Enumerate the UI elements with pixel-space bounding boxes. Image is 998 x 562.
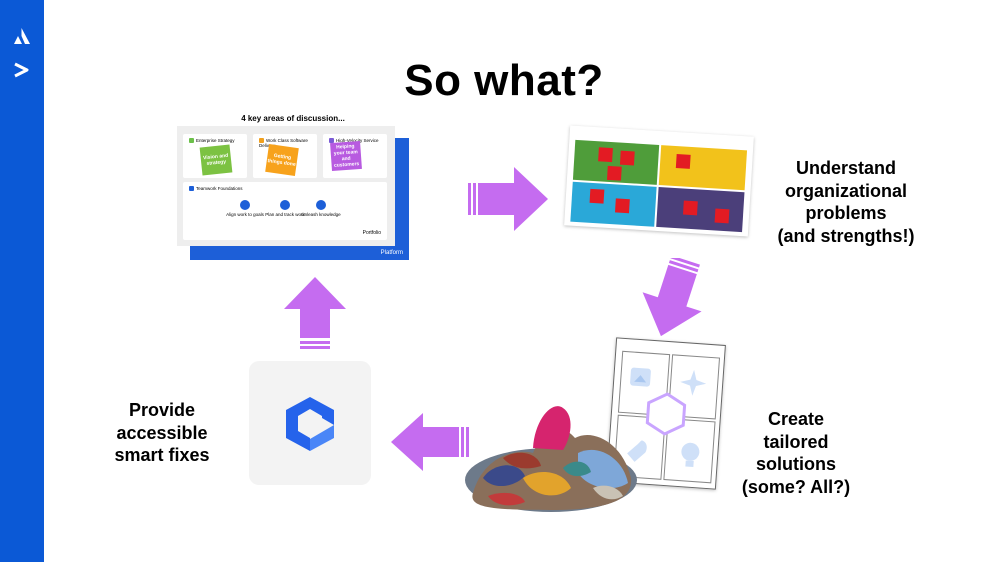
solutions-worksheet [606, 337, 726, 490]
sparkle-icon [680, 369, 707, 396]
area-card: Enterprise Strategy Vision and strategy [183, 134, 247, 178]
area-card: Work Class Software Delivery Getting thi… [253, 134, 317, 178]
arrow-right-icon [468, 167, 548, 231]
problems-board-thumbnail [564, 125, 754, 237]
hexagon-icon [645, 392, 687, 436]
align-work-item: Align work to goals [225, 200, 265, 217]
understand-label: Understand organizational problems (and … [777, 158, 915, 246]
red-note [615, 198, 630, 214]
sticky-note: Vision and strategy [199, 144, 233, 176]
atlassian-logo-icon [14, 28, 30, 44]
board-quadrant [658, 145, 748, 191]
red-note [682, 200, 698, 216]
brand-sidebar [0, 0, 44, 562]
portfolio-label: Portfolio [362, 230, 381, 236]
thumbnail-heading: 4 key areas of discussion... [241, 114, 345, 123]
red-note [606, 165, 622, 181]
arrow-up-icon [284, 277, 346, 349]
loop-app-tile[interactable] [249, 361, 371, 485]
chevron-right-icon[interactable] [12, 62, 30, 78]
slide-title: So what? [404, 56, 604, 105]
arrow-left-icon [391, 413, 469, 471]
create-label: Create tailored solutions (some? All?) [741, 409, 851, 497]
board-quadrant [656, 186, 745, 233]
area-card: Teamwork Foundations Align work to goals… [183, 182, 387, 240]
plan-work-item: Plan and track work [265, 200, 305, 217]
red-note [675, 154, 691, 169]
arrow-down-icon [642, 258, 702, 337]
board-quadrant [570, 181, 657, 227]
lightbulb-icon [681, 442, 700, 468]
area-card: High-Velocity Service Helping your team … [323, 134, 387, 178]
image-icon [630, 367, 651, 387]
unleash-knowledge-item: Unleash knowledge [301, 200, 341, 217]
rocket-icon [627, 440, 647, 462]
clothes-pile-image [465, 406, 637, 512]
red-note [714, 208, 730, 224]
sticky-note: Helping your team and customers [330, 140, 362, 172]
provide-label: Provide accessible smart fixes [114, 400, 210, 465]
red-note [598, 147, 613, 163]
red-note [619, 150, 635, 166]
platform-label: Platform [380, 250, 403, 256]
loop-logo-icon [286, 397, 334, 451]
red-note [589, 188, 605, 204]
discussion-areas-thumbnail: 4 key areas of discussion... Platform En… [177, 110, 409, 260]
thumbnail-front-panel: Enterprise Strategy Vision and strategy … [177, 126, 395, 246]
sticky-note: Getting things done [265, 144, 299, 176]
